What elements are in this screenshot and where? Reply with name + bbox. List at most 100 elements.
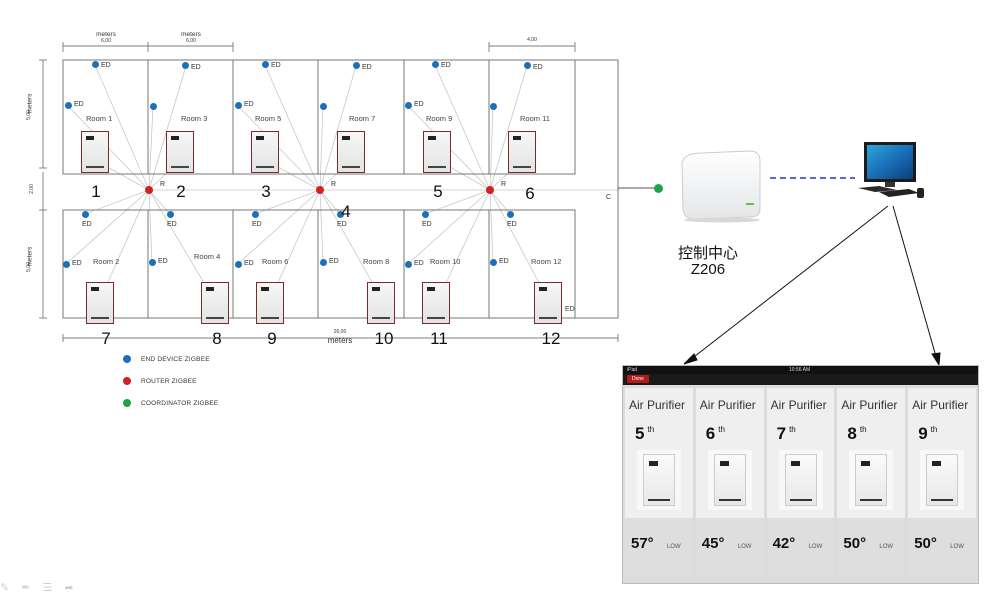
room-label-3: Room 3 (181, 114, 208, 123)
end-device-dot (353, 62, 360, 69)
room-label-8: Room 8 (363, 257, 390, 266)
controller-name: 控制中心 (677, 245, 738, 262)
unit-number-3: 3 (261, 182, 271, 201)
ed-label: ED (422, 221, 432, 228)
ed-label: ED (158, 258, 168, 265)
dim-label-vertical-1-value: 5,00 (25, 110, 32, 120)
end-device-dot (337, 211, 344, 218)
end-device-dot (65, 102, 72, 109)
coordinator-dot (654, 184, 663, 193)
ed-label: ED (101, 62, 111, 69)
card-level: LOW (879, 544, 894, 550)
room-label-5: Room 5 (255, 114, 282, 123)
room-label-12: Room 12 (531, 257, 562, 266)
purifier-image (849, 450, 894, 510)
room-label-2: Room 2 (93, 257, 120, 266)
ed-label: ED (82, 221, 92, 228)
card-temperature: 50° (914, 535, 937, 552)
legend-coordinator-label: COORDINATOR ZIGBEE (141, 400, 219, 407)
router-dot-1 (145, 186, 153, 194)
unit-number-4: 4 (341, 202, 351, 221)
ed-label: ED (533, 64, 543, 71)
purifier-unit (166, 131, 194, 173)
card-level: LOW (737, 544, 752, 550)
end-device-dot (82, 211, 89, 218)
card-level: LOW (808, 544, 823, 550)
end-device-dot (422, 211, 429, 218)
legend-coordinator-dot (123, 399, 131, 407)
purifier-unit (256, 282, 284, 324)
legend-end-device-label: END DEVICE ZIGBEE (141, 356, 210, 363)
dim-label-right: 4,00 (527, 37, 537, 43)
pc-tablet-arrows (683, 205, 941, 367)
ed-label: ED (329, 258, 339, 265)
end-device-dot (149, 259, 156, 266)
ed-label: ED (252, 221, 262, 228)
menu-icon[interactable]: ☰ (42, 582, 53, 594)
card-title: Air Purifier (841, 398, 898, 412)
end-device-dot (262, 61, 269, 68)
router-label: R (160, 181, 166, 188)
router-label: R (501, 181, 507, 188)
dim-label-vertical-3-value: 5,00 (25, 262, 32, 272)
unit-number-1: 1 (91, 182, 101, 201)
ed-label: ED (337, 221, 347, 228)
room-label-4: Room 4 (194, 252, 221, 261)
unit-number-11: 11 (430, 329, 448, 348)
dimension-lines (39, 42, 619, 342)
end-device-dot (252, 211, 259, 218)
card-title: Air Purifier (699, 398, 756, 412)
tablet-status-bar: iPad 10:56 AM (623, 366, 978, 374)
share-icon[interactable]: ➦ (64, 582, 74, 594)
tablet-nav-bar: Done (623, 374, 978, 385)
card-level: LOW (950, 544, 964, 550)
end-device-dot (405, 102, 412, 109)
unit-number-8: 8 (212, 329, 222, 348)
room-label-9: Room 9 (426, 114, 453, 123)
desktop-computer-icon (858, 142, 924, 198)
end-device-dot (182, 62, 189, 69)
unit-number-6: 6 (525, 184, 535, 203)
ed-label: ED (74, 101, 84, 108)
card-temperature: 50° (843, 535, 867, 552)
purifier-unit (367, 282, 395, 324)
end-device-dot (405, 261, 412, 268)
ed-label: ED (72, 260, 82, 267)
end-device-dot (320, 259, 327, 266)
purifier-unit (508, 131, 536, 173)
zigbee-links (65, 64, 620, 301)
room-label-7: Room 7 (349, 114, 376, 123)
card-temperature: 57° (631, 535, 654, 552)
ed-label: ED (414, 101, 424, 108)
room-label-11: Room 11 (520, 114, 550, 123)
pencil-icon[interactable]: ✒ (21, 582, 31, 594)
ed-label: ED (565, 306, 575, 313)
building-walls (62, 59, 619, 319)
unit-number-9: 9 (267, 329, 277, 348)
router-label: R (331, 181, 337, 188)
unit-number-7: 7 (101, 329, 111, 348)
room-label-10: Room 10 (430, 257, 461, 266)
end-device-dot (150, 103, 157, 110)
unit-number-2: 2 (176, 182, 186, 201)
pen-icon[interactable]: ✎ (0, 582, 10, 594)
end-device-dot (490, 259, 497, 266)
purifier-unit (251, 131, 279, 173)
purifier-unit (337, 131, 365, 173)
end-device-dot (235, 102, 242, 109)
card-title: Air Purifier (629, 398, 686, 412)
done-button[interactable]: Done (627, 375, 649, 383)
room-label-1: Room 1 (86, 114, 113, 123)
